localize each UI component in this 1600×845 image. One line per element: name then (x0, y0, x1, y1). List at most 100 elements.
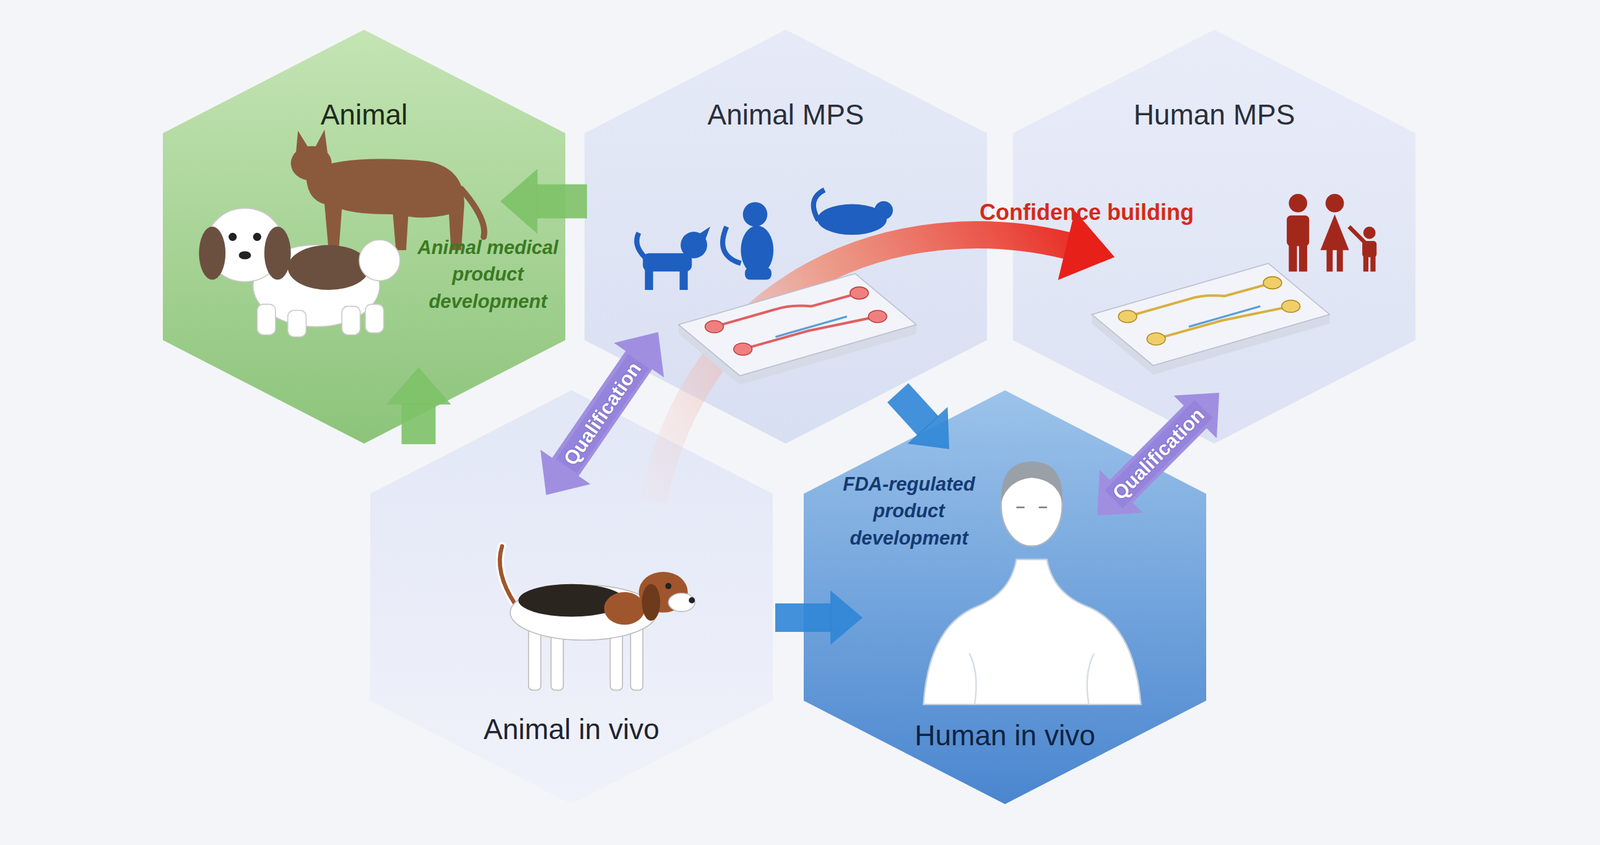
family-icon-part (1299, 242, 1308, 272)
beagle-figure (499, 546, 695, 690)
connector-arrow (540, 331, 664, 495)
connector-arrow (775, 590, 863, 645)
arrow-head (830, 590, 863, 645)
beagle-figure-part (499, 546, 516, 605)
animal-icons-part (697, 226, 711, 243)
arrow-shaft (775, 603, 832, 632)
animal-icons-part (645, 267, 654, 290)
animal-chip (678, 273, 917, 386)
animal-chip-part (714, 292, 860, 327)
human-figure-part (1001, 461, 1063, 503)
family-icon (1286, 193, 1377, 272)
connector-label: Confidence building (979, 199, 1194, 226)
human-chip-part (1127, 282, 1273, 316)
beagle-figure-part (688, 596, 695, 604)
connector-arrow (386, 367, 452, 444)
illustration-layer-part (198, 129, 1377, 705)
shih-tzu-figure-part (365, 304, 384, 333)
family-icon-part (1370, 255, 1376, 272)
node-title: Animal MPS (584, 97, 987, 132)
shih-tzu-figure-part (287, 310, 307, 337)
human-chip-part (1146, 332, 1166, 345)
cat-figure-part (461, 188, 485, 237)
beagle-figure-part (604, 591, 646, 625)
cat-figure-part (314, 129, 328, 153)
family-icon-part (1320, 214, 1350, 251)
shih-tzu-figure-part (253, 232, 262, 241)
human-chip-part (1281, 300, 1301, 313)
shih-tzu-figure-part (341, 305, 361, 335)
animal-icons-part (722, 226, 741, 264)
arrow-head (907, 406, 950, 449)
animal-chip-part (678, 273, 917, 376)
node-title: Animal in vivo (370, 712, 773, 747)
shih-tzu-figure-part (239, 250, 252, 259)
shih-tzu-figure-part (264, 226, 292, 280)
family-icon-part (1363, 226, 1376, 240)
shih-tzu-figure-part (287, 245, 370, 291)
human-figure-part (969, 653, 1095, 705)
human-chip-part (1118, 310, 1137, 323)
connector-arrow (897, 392, 950, 449)
human-chip (1091, 263, 1330, 375)
cat-figure-part (295, 130, 309, 153)
shih-tzu-figure-part (198, 226, 226, 280)
hexagon-outline (1013, 29, 1416, 444)
connector-arrow (653, 210, 1115, 501)
node-note: FDA-regulated product development (834, 470, 984, 552)
animal-icons-part (813, 190, 825, 221)
shih-tzu-figure-part (256, 304, 276, 335)
animal-chip-part (705, 320, 724, 333)
animal-chip-part (733, 343, 753, 356)
beagle-figure-part (665, 582, 672, 589)
family-icon-part (1288, 242, 1297, 272)
arrow-head (386, 367, 452, 405)
human-chip-part (1091, 263, 1330, 366)
beagle-figure-part (668, 592, 695, 612)
cat-figure (291, 129, 485, 250)
animal-icons-part (744, 267, 772, 280)
connector-arrow (1097, 392, 1220, 516)
human-chip-part (1263, 276, 1282, 290)
animal-icons-part (679, 267, 688, 290)
arrow-shaft (536, 184, 587, 219)
family-icon-part (1326, 248, 1333, 272)
shih-tzu-figure-part (228, 232, 237, 241)
connector-arrow (500, 169, 587, 235)
cat-figure-part (305, 159, 464, 251)
beagle-figure-part (499, 546, 516, 605)
family-icon-part (1349, 226, 1366, 243)
animal-icons-part (743, 201, 768, 227)
animal-icons-part (874, 201, 893, 220)
node-note: Animal medical product development (413, 234, 563, 315)
family-icon-part (1286, 215, 1309, 246)
human-figure (923, 461, 1141, 705)
arrow-shaft (897, 392, 929, 427)
family-icon-part (1336, 248, 1344, 272)
human-chip-part (1188, 305, 1261, 327)
arrow-shaft (653, 234, 1068, 501)
human-figure-part (923, 559, 1141, 705)
node-title: Human MPS (1013, 97, 1416, 132)
animal-chip-part (868, 310, 887, 323)
shih-tzu-figure-part (359, 239, 400, 281)
node-title: Human in vivo (803, 718, 1207, 753)
human-figure-part (1016, 506, 1047, 508)
family-icon-part (1325, 193, 1345, 213)
animal-chip-part (775, 316, 847, 337)
human-chip-part (1156, 305, 1292, 339)
family-icon-part (1288, 193, 1308, 213)
arrow-shaft (401, 403, 436, 444)
animal-chip-part (743, 316, 879, 350)
node-title: Animal (162, 97, 566, 132)
animal-icons-part (740, 225, 774, 275)
family-icon-part (1363, 255, 1369, 272)
animal-chip-part (850, 286, 869, 300)
hexagon-outline (162, 29, 566, 444)
arrow-head (500, 169, 538, 235)
beagle-figure-part (642, 583, 661, 621)
shih-tzu-figure (198, 208, 400, 337)
animal-icons-part (636, 232, 645, 258)
